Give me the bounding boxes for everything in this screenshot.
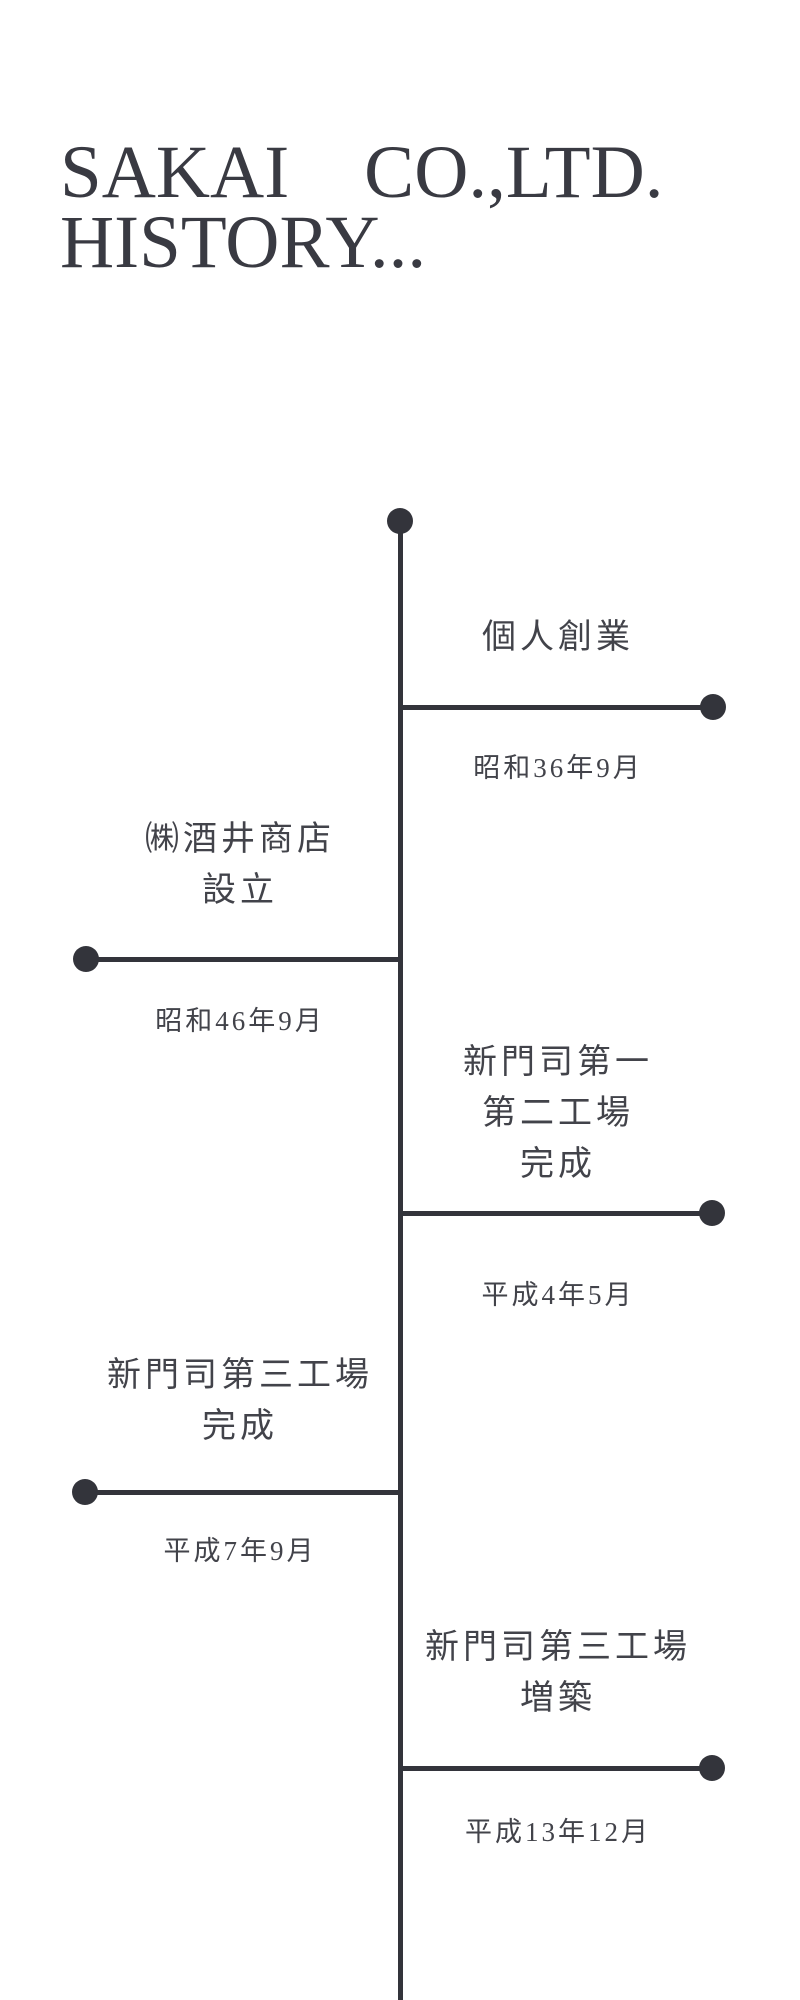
event-label-line: ㈱酒井商店 bbox=[145, 821, 335, 858]
event-label-line: 完成 bbox=[202, 1408, 278, 1445]
page-title-line-1: SAKAI CO.,LTD. bbox=[60, 131, 664, 214]
event-label-line: 新門司第三工場 bbox=[425, 1629, 691, 1666]
event-label: ㈱酒井商店 設立 bbox=[82, 814, 398, 916]
event-date: 昭和36年9月 bbox=[473, 753, 643, 783]
event-label: 個人創業 bbox=[400, 612, 716, 663]
event-label: 新門司第一 第二工場 完成 bbox=[400, 1037, 716, 1190]
event-label-line: 第二工場 bbox=[482, 1095, 634, 1132]
event-dot bbox=[699, 1200, 725, 1226]
page-title-line-2: HISTORY... bbox=[60, 201, 427, 284]
event-dot bbox=[73, 946, 99, 972]
timeline-start-dot bbox=[387, 508, 413, 534]
event-dot bbox=[700, 694, 726, 720]
timeline-branch bbox=[398, 1211, 714, 1216]
timeline-branch bbox=[85, 957, 403, 962]
event-date: 昭和46年9月 bbox=[155, 1006, 325, 1036]
event-label-line: 新門司第三工場 bbox=[107, 1357, 373, 1394]
event-dot bbox=[699, 1755, 725, 1781]
timeline-branch bbox=[85, 1490, 403, 1495]
event-date: 平成4年5月 bbox=[481, 1280, 635, 1310]
event-label-line: 完成 bbox=[520, 1146, 596, 1183]
event-label-line: 新門司第一 bbox=[463, 1044, 653, 1081]
event-label: 新門司第三工場 増築 bbox=[400, 1622, 716, 1724]
event-label: 新門司第三工場 完成 bbox=[82, 1350, 398, 1452]
timeline-branch bbox=[398, 705, 714, 710]
event-label-line: 増築 bbox=[520, 1680, 596, 1717]
event-dot bbox=[72, 1479, 98, 1505]
event-date: 平成13年12月 bbox=[465, 1817, 651, 1847]
timeline-branch bbox=[398, 1766, 714, 1771]
event-label-line: 設立 bbox=[202, 872, 278, 909]
timeline-spine bbox=[398, 521, 403, 2000]
page-title: SAKAI CO.,LTD. HISTORY... bbox=[60, 131, 664, 284]
event-label-line: 個人創業 bbox=[482, 619, 634, 656]
event-date: 平成7年9月 bbox=[163, 1536, 317, 1566]
